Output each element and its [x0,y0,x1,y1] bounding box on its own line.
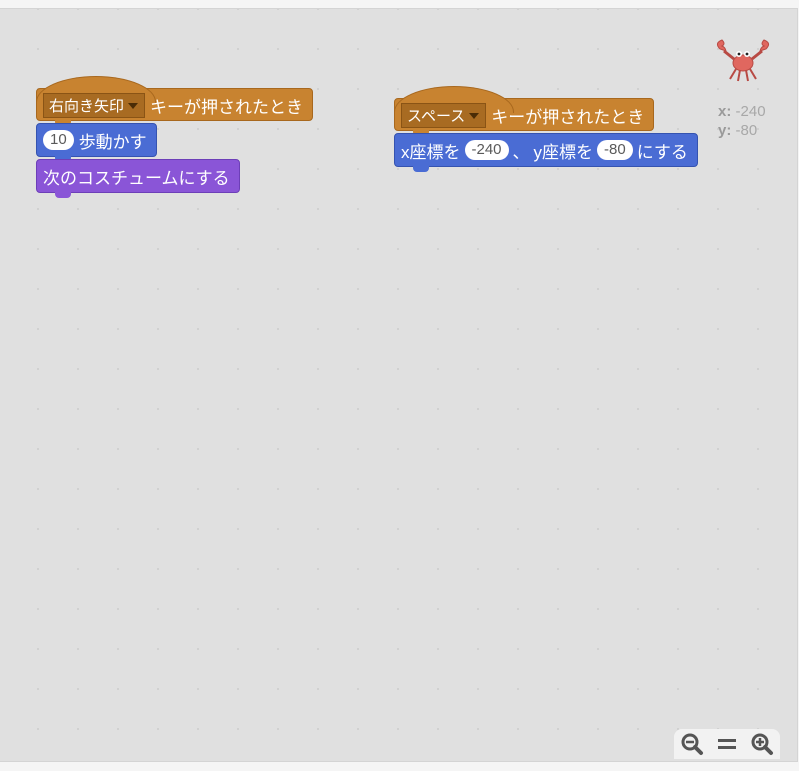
when-key-pressed-block-space[interactable]: スペース キーが押されたとき [394,86,655,136]
zoom-reset-button[interactable] [714,731,740,757]
zoom-reset-icon [717,739,736,749]
steps-input[interactable]: 10 [43,130,74,150]
zoom-in-button[interactable] [749,731,775,757]
y-input[interactable]: -80 [597,140,633,160]
x-readout-value: -240 [735,103,766,120]
goto-suffix: にする [636,142,688,162]
y-label: y座標を [533,142,594,162]
key-dropdown-value: 右向き矢印 [49,98,125,115]
move-label: 歩動かす [78,132,147,152]
chevron-down-icon [128,102,139,109]
move-steps-block[interactable]: 10 歩動かす [36,123,157,162]
chevron-down-icon [469,112,480,119]
separator: 、 [512,142,530,162]
key-dropdown[interactable]: スペース [401,103,487,128]
x-input[interactable]: -240 [464,140,509,160]
y-readout-label: y: [718,122,732,139]
key-dropdown[interactable]: 右向き矢印 [43,93,146,118]
script-area[interactable]: 右向き矢印 キーが押されたとき 10 歩動かす 次のコスチュームにする スペース… [0,8,798,762]
hat-label: キーが押されたとき [150,98,304,117]
zoom-in-icon [751,733,774,755]
hat-label: キーが押されたとき [491,108,645,127]
y-readout-value: -80 [735,122,758,139]
go-to-xy-block[interactable]: x座標を -240 、 y座標を -80 にする [394,133,698,172]
crab-sprite-icon [716,39,770,82]
x-readout-label: x: [718,103,732,120]
key-dropdown-value: スペース [407,108,466,125]
next-costume-block[interactable]: 次のコスチュームにする [36,159,240,198]
x-label: x座標を [401,142,461,162]
sprite-position-readout: x: -240 y: -80 [718,102,766,140]
zoom-out-icon [681,733,703,755]
next-costume-label: 次のコスチュームにする [43,168,230,188]
zoom-out-button[interactable] [679,731,705,757]
when-key-pressed-block-right-arrow[interactable]: 右向き矢印 キーが押されたとき [36,76,314,126]
zoom-controls [674,729,780,759]
